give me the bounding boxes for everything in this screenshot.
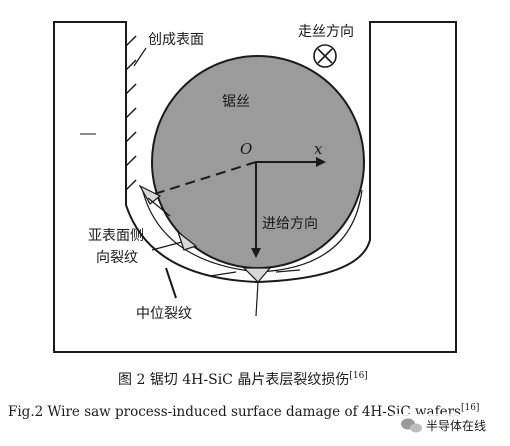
median-crack [209, 267, 301, 317]
machined-surface-leader [133, 47, 147, 67]
wechat-icon [401, 418, 422, 433]
caption-english-ref: [16] [461, 403, 479, 413]
caption-chinese: 图 2 锯切 4H-SiC 晶片表层裂纹损伤[16] [118, 371, 368, 388]
caption-english: Fig.2 Wire saw process-induced surface d… [8, 403, 479, 420]
lateral-crack-leader [151, 241, 183, 251]
coordinate-axes [251, 157, 326, 258]
lateral-crack-label-line1: 亚表面侧 [88, 228, 144, 244]
machined-surface-hatching [125, 35, 137, 191]
origin-label: O [240, 140, 252, 158]
x-axis-label: x [314, 140, 323, 158]
caption-english-main: Fig.2 Wire saw process-induced surface d… [8, 404, 461, 420]
caption-chinese-main: 图 2 锯切 4H-SiC 晶片表层裂纹损伤 [118, 372, 349, 388]
watermark-text: 半导体在线 [426, 419, 486, 433]
caption-chinese-ref: [16] [349, 371, 367, 381]
watermark: 半导体在线 [392, 414, 504, 436]
wire-direction-icon [313, 44, 337, 68]
median-crack-label: 中位裂纹 [136, 306, 192, 322]
saw-wire-label: 锯丝 [222, 94, 250, 110]
wire-direction-label: 走丝方向 [298, 24, 354, 40]
radius-dashed-line [147, 161, 257, 197]
lateral-crack-label-line2: 向裂纹 [96, 250, 138, 266]
median-crack-leader [165, 267, 177, 299]
feed-direction-label: 进给方向 [262, 216, 318, 232]
lateral-crack [138, 184, 198, 251]
machined-surface-label: 创成表面 [148, 32, 204, 48]
